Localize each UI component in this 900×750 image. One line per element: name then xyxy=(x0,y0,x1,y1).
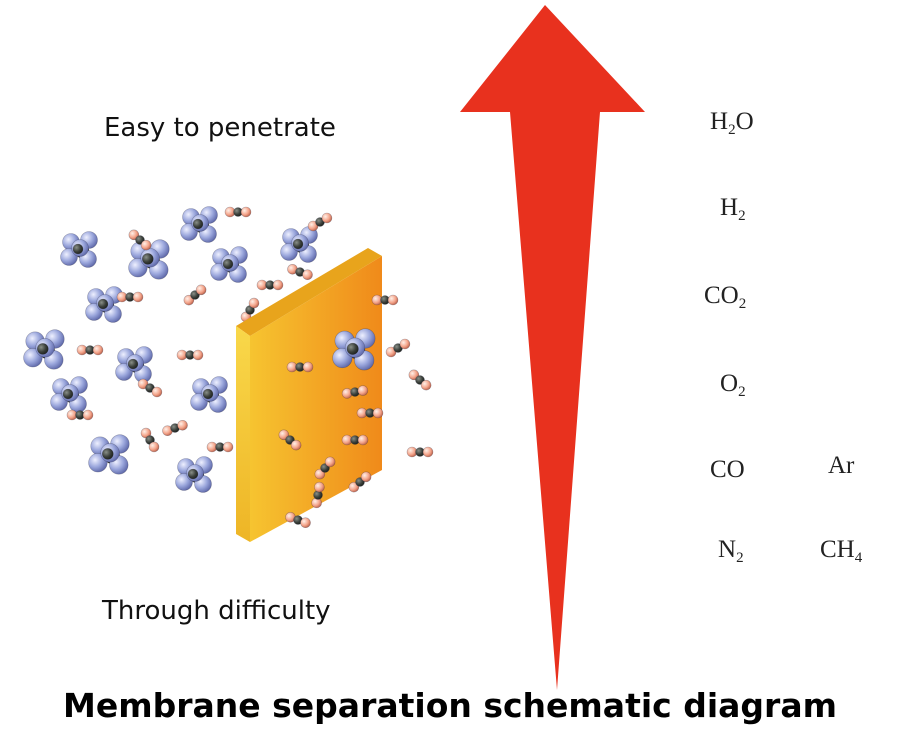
small-molecule-atom xyxy=(302,269,313,281)
small-molecule-atom xyxy=(148,441,160,453)
molecule-core xyxy=(192,218,204,230)
gas-ar: Ar xyxy=(828,452,855,479)
membrane-top-edge xyxy=(236,248,382,336)
small-molecule-atom xyxy=(177,419,188,431)
gas-co: CO xyxy=(710,456,745,483)
diagram-title: Membrane separation schematic diagram xyxy=(63,686,837,725)
small-molecule-atom xyxy=(240,206,252,218)
small-molecule-atom xyxy=(151,386,163,398)
gas-o2: O2 xyxy=(720,370,746,400)
membrane-panel xyxy=(236,248,382,542)
gas-h2: H2 xyxy=(720,194,746,224)
small-molecule-atom xyxy=(357,385,369,396)
small-molecule-atom xyxy=(290,439,302,451)
small-molecule-atom xyxy=(372,407,384,419)
arrow-shape xyxy=(460,5,645,690)
molecule-core xyxy=(222,258,234,270)
small-molecule-atom xyxy=(399,338,411,350)
molecule-core xyxy=(102,448,114,460)
small-molecule-atom xyxy=(82,409,94,421)
molecule-core xyxy=(346,342,359,355)
small-molecule-atom xyxy=(420,379,432,391)
small-molecule-atom xyxy=(314,481,325,493)
molecule-core xyxy=(62,388,74,400)
small-molecule-atom xyxy=(300,517,311,529)
molecule-core xyxy=(72,243,84,255)
molecules-right-group xyxy=(278,294,434,529)
molecule-core xyxy=(97,298,109,310)
small-molecule-atom xyxy=(387,294,399,306)
gas-co2: CO2 xyxy=(704,282,747,312)
small-molecule-atom xyxy=(222,441,234,453)
small-molecule-atom xyxy=(324,456,336,468)
gas-ch4: CH4 xyxy=(820,536,863,566)
small-molecule-atom xyxy=(321,212,333,224)
gas-n2: N2 xyxy=(718,536,744,566)
small-molecule-atom xyxy=(140,239,152,251)
small-molecule-atom xyxy=(248,297,260,309)
membrane-side-face xyxy=(250,256,382,542)
small-molecule-atom xyxy=(422,446,434,458)
molecule-core xyxy=(202,388,214,400)
small-molecule-atom xyxy=(92,344,104,356)
small-molecule-atom xyxy=(195,284,207,296)
molecules-left-group xyxy=(23,206,333,493)
molecule-core xyxy=(36,343,49,355)
small-molecule-atom xyxy=(272,279,284,291)
membrane-front-face xyxy=(236,326,250,542)
easy-to-penetrate-label: Easy to penetrate xyxy=(104,113,336,143)
small-molecule-atom xyxy=(357,434,369,446)
small-molecule-atom xyxy=(192,349,204,361)
small-molecule-atom xyxy=(132,291,144,303)
molecule-core xyxy=(187,468,199,480)
small-molecule-atom xyxy=(360,471,372,483)
molecule-core xyxy=(142,253,154,265)
through-difficulty-label: Through difficulty xyxy=(102,596,331,626)
molecule-core xyxy=(292,238,304,250)
molecule-core xyxy=(127,358,139,370)
gas-h2o: H2O xyxy=(710,108,754,138)
small-molecule-atom xyxy=(302,361,314,373)
